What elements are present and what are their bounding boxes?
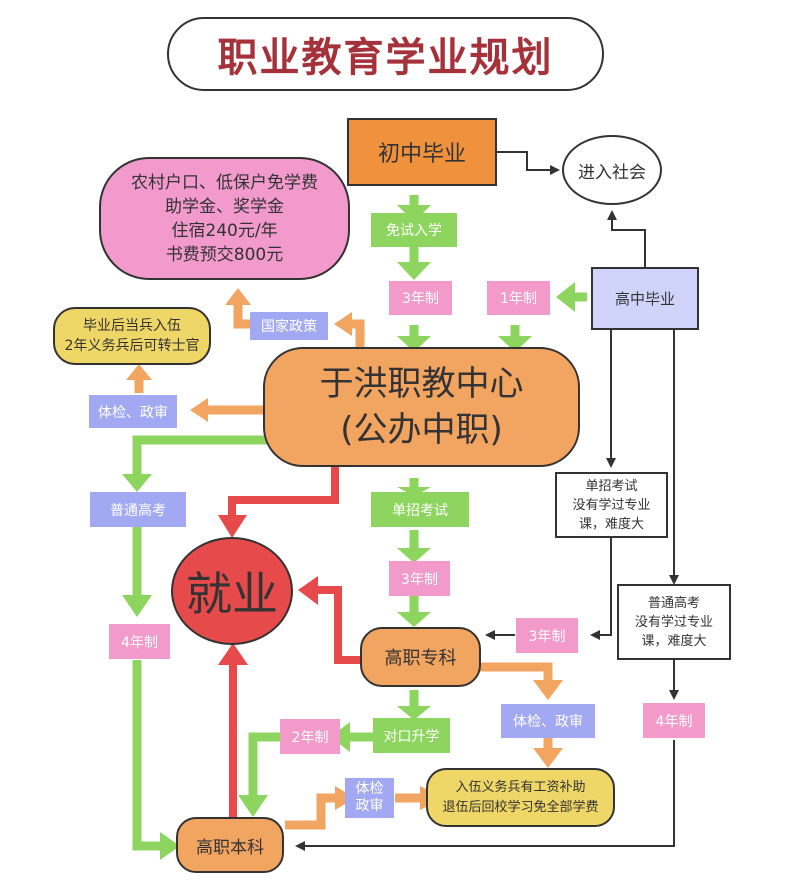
enter-society-node: 进入社会 — [562, 135, 662, 205]
higher-vocational-node: 高职专科 — [360, 627, 481, 687]
arrowhead — [397, 336, 431, 352]
physical-check-tag-a: 体检、政审 — [89, 395, 177, 428]
arrowhead — [397, 487, 431, 496]
center-school-node: 于洪职教中心 (公办中职) — [263, 347, 580, 467]
army-benefit-node: 入伍义务兵有工资补助 退伍后回校学习免全部学费 — [426, 768, 615, 827]
single-exam-tag: 单招考试 — [371, 492, 469, 527]
policy-benefits-node: 农村户口、低保户免学费 助学金、奖学金 住宿240元/年 书费预交800元 — [99, 157, 350, 280]
senior-graduate-node: 高中毕业 — [591, 267, 699, 330]
edge-center-to-gaokao-tag — [132, 435, 270, 474]
army-enlist-node: 毕业后当兵入伍 2年义务兵后可转士官 — [53, 307, 211, 365]
bachelor-vocational-node: 高职本科 — [176, 817, 284, 873]
edge-bachelor-to-physical-c — [285, 793, 335, 830]
four-year-tag-a: 4年制 — [109, 624, 170, 659]
edge-national-policy-to-policy-box — [233, 305, 252, 329]
edge-4yr-to-bachelor-green — [132, 660, 160, 851]
edge-senior-to-society — [607, 210, 646, 270]
one-year-tag: 1年制 — [487, 281, 550, 315]
physical-check-tag-b: 体检、政审 — [501, 704, 595, 738]
exam-free-tag: 免试入学 — [371, 213, 457, 247]
employment-node: 就业 — [171, 537, 293, 645]
two-year-tag: 2年制 — [280, 719, 340, 754]
national-policy-tag: 国家政策 — [250, 312, 328, 340]
arrowhead — [397, 706, 431, 720]
edge-higher-voc-to-physical-b — [479, 662, 553, 680]
single-exam-note-box: 单招考试 没有学过专业 课，难度大 — [555, 472, 668, 538]
arrowhead — [122, 595, 152, 617]
arrowhead — [330, 722, 350, 752]
arrowhead — [397, 548, 431, 563]
physical-check-tag-c: 体检 政审 — [345, 778, 394, 818]
arrowhead — [238, 795, 268, 817]
arrowhead — [397, 612, 431, 627]
edge-4yr-to-bachelor — [295, 740, 675, 851]
edge-center-to-employment — [228, 455, 339, 515]
counterpart-admission-tag: 对口升学 — [373, 718, 450, 753]
arrowhead — [556, 282, 575, 312]
edge-center-to-national-policy — [352, 319, 365, 350]
edge-single-exam-to-3yr — [590, 538, 612, 640]
three-year-tag-b: 3年制 — [389, 561, 450, 596]
junior-graduate-node: 初中毕业 — [347, 118, 497, 186]
arrowhead — [498, 336, 532, 352]
four-year-tag-b: 4年制 — [643, 703, 705, 738]
edge-junior-to-society — [495, 151, 560, 175]
arrowhead — [160, 832, 180, 860]
arrowhead — [122, 474, 152, 492]
gaokao-tag: 普通高考 — [90, 492, 186, 527]
gaokao-note-box: 普通高考 没有学过专业 课，难度大 — [617, 584, 731, 660]
arrowhead — [397, 262, 431, 280]
edge-2yr-to-bachelor — [248, 732, 280, 795]
page-title: 职业教育学业规划 — [167, 17, 604, 91]
edge-higher-voc-to-employment — [318, 586, 360, 664]
three-year-tag-a: 3年制 — [389, 281, 452, 315]
three-year-tag-c: 3年制 — [516, 618, 578, 653]
